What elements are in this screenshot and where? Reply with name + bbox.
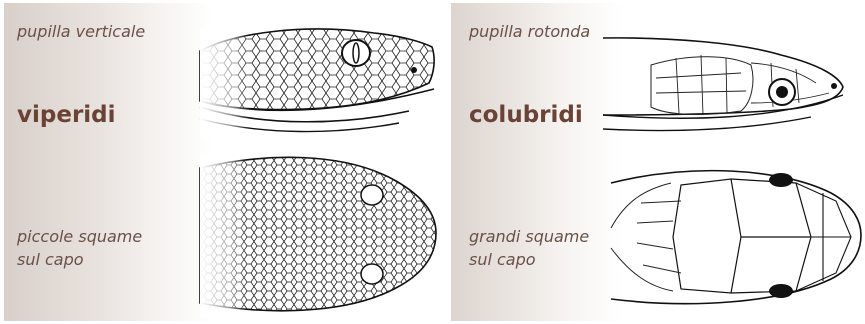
small-scales-caption: piccole squame sul capo [17,225,142,271]
large-scales-caption: grandi squame sul capo [469,225,589,271]
viper-head-top-view [200,153,436,318]
colubrid-head-top-view [611,171,861,304]
colubrid-illustrations [451,3,863,321]
colubridi-label: colubridi [469,102,583,128]
viper-illustrations [4,3,437,321]
viperidi-label: viperidi [17,102,116,128]
colubrid-panel: pupilla rotonda colubridi grandi squame … [451,3,863,321]
viper-panel: pupilla verticale viperidi piccole squam… [4,3,437,321]
colubrid-head-side-view [603,38,843,131]
round-pupil-caption: pupilla rotonda [469,20,590,43]
viper-head-side-view [200,27,434,137]
vertical-pupil-caption: pupilla verticale [17,20,145,43]
